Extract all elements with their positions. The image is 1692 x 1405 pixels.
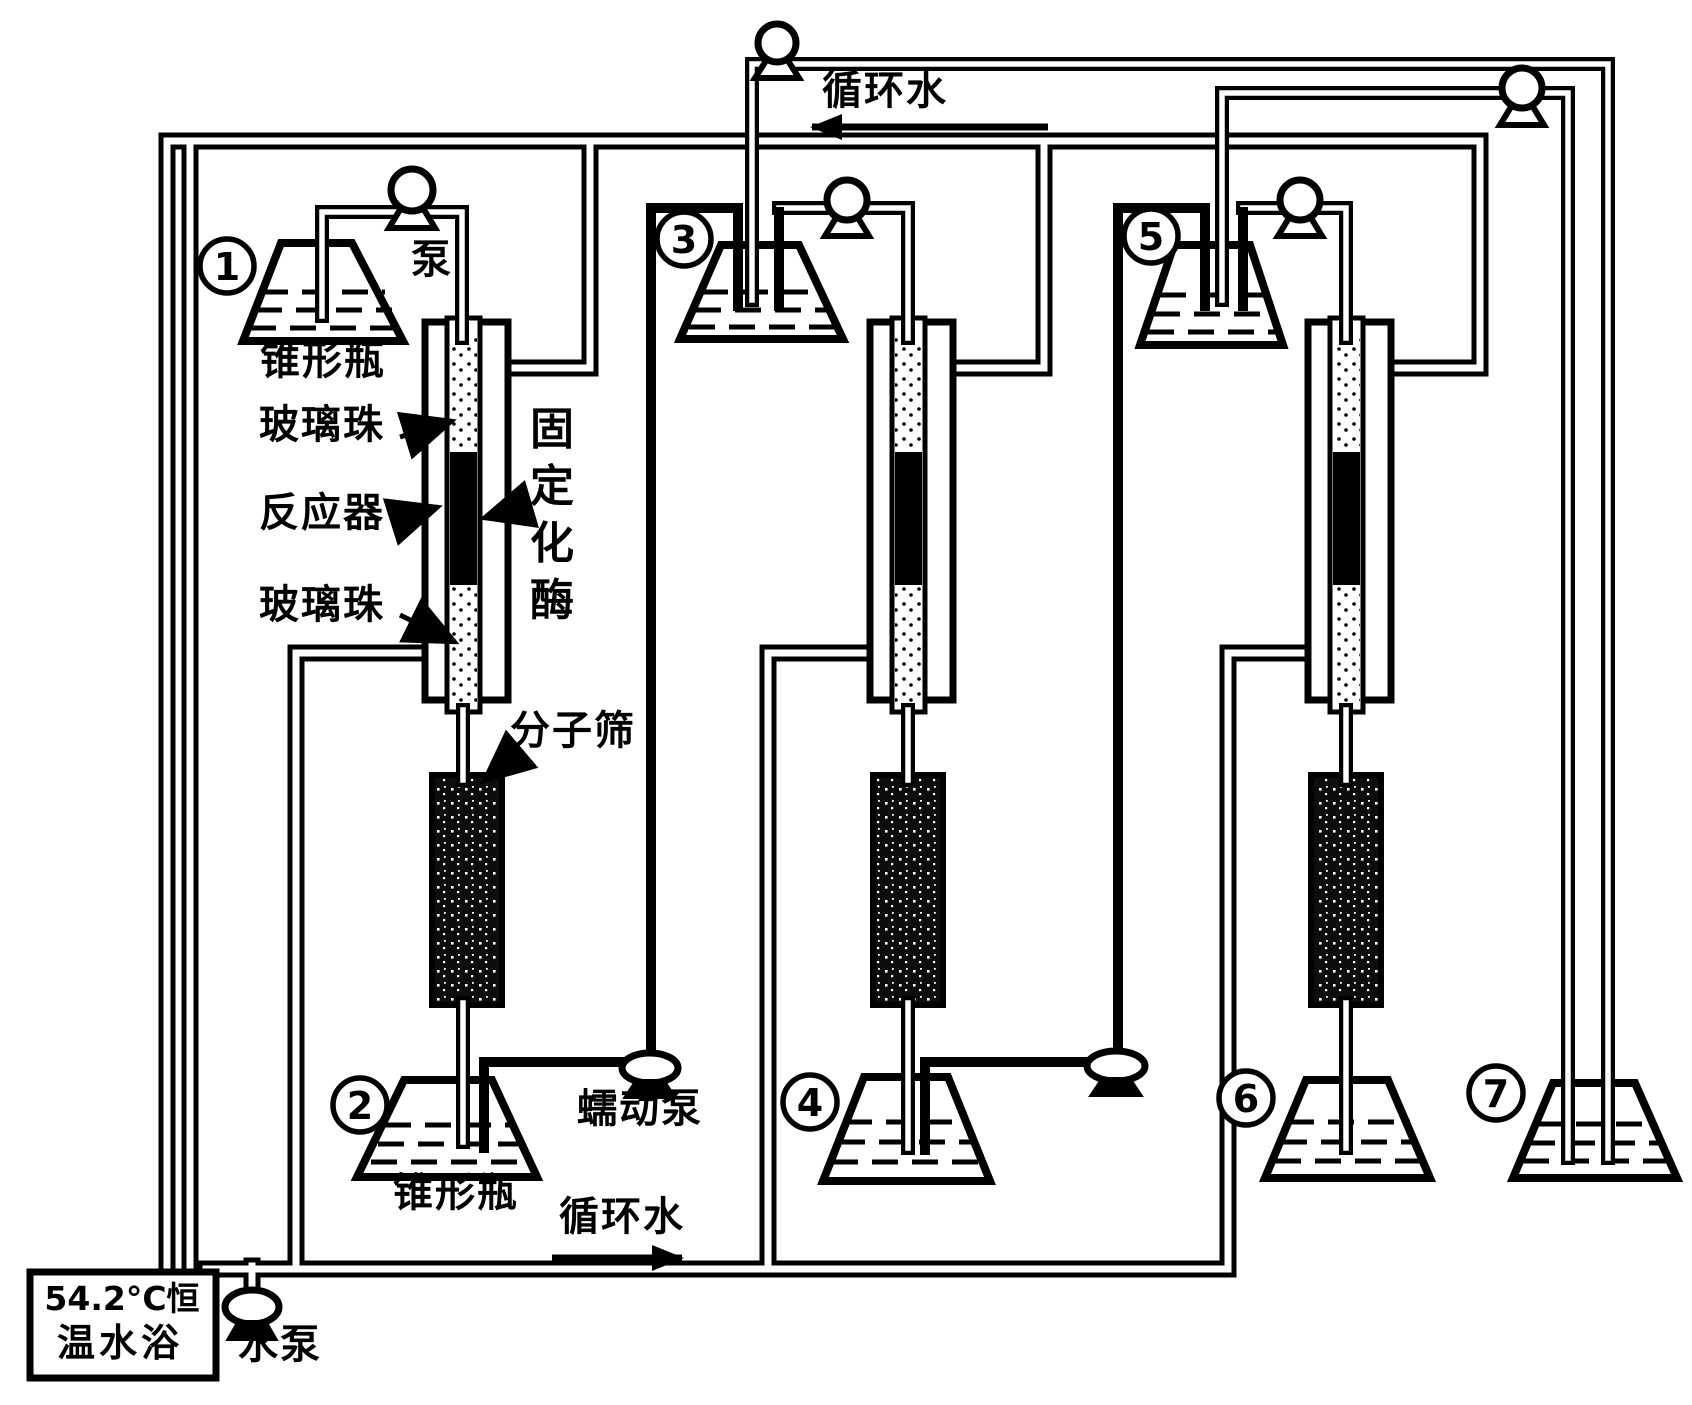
svg-text:6: 6 (1233, 1077, 1259, 1121)
process-pipes (322, 64, 1608, 1158)
feed-pump-1 (389, 169, 435, 228)
reactor-column-2 (870, 318, 953, 712)
molecular-sieve-column-3 (1311, 775, 1381, 1005)
svg-text:酶: 酶 (530, 575, 574, 626)
pump-icon (827, 180, 867, 220)
circulating-water-top-label: 循环水 (822, 68, 948, 114)
top-pump-right (1500, 68, 1544, 125)
flask-number-6: 6 (1219, 1071, 1273, 1125)
water-bath-temp-label: 54.2°C恒 (44, 1279, 199, 1318)
svg-text:化: 化 (530, 518, 574, 569)
molecular-sieve-column-2 (873, 775, 943, 1005)
svg-text:固: 固 (530, 404, 574, 455)
water-pump-icon (225, 1290, 279, 1324)
molecular-sieve-label: 分子筛 (510, 708, 636, 754)
glass-beads-bottom-2 (895, 585, 922, 707)
peristaltic-pump-icon (1087, 1051, 1145, 1081)
flask-number-2: 2 (333, 1078, 387, 1132)
peristaltic-pump-label: 蠕动泵 (577, 1086, 703, 1132)
flask-number-3: 3 (657, 212, 711, 266)
reactor-column-3 (1308, 318, 1391, 712)
immobilized-enzyme-label: 固 定 化 酶 (530, 404, 574, 626)
flask-number-1: 1 (200, 239, 254, 293)
circulating-water-bottom-label: 循环水 (559, 1194, 685, 1240)
pump-icon (758, 24, 796, 62)
svg-text:定: 定 (530, 461, 574, 512)
peristaltic-pump-icon (622, 1053, 678, 1083)
svg-text:7: 7 (1483, 1072, 1509, 1116)
immobilized-enzyme-bed-3 (1333, 452, 1360, 585)
glass-beads-upper-label: 玻璃珠 (259, 402, 385, 448)
immobilized-enzyme-bed-1 (450, 452, 477, 585)
water-bath-label: 温水浴 (57, 1321, 183, 1365)
flask-7 (1513, 1083, 1677, 1178)
pump-label: 泵 (411, 237, 453, 283)
feed-pump-2 (825, 180, 869, 236)
svg-text:4: 4 (797, 1081, 823, 1125)
flask-number-5: 5 (1124, 209, 1178, 263)
conical-flask-top-label: 锥形瓶 (260, 338, 386, 384)
conical-flask-bottom-label: 锥形瓶 (393, 1170, 519, 1216)
glass-beads-lower-label: 玻璃珠 (259, 582, 385, 628)
pump-icon (1502, 68, 1542, 108)
svg-text:5: 5 (1138, 215, 1164, 259)
top-pump-left (755, 24, 799, 78)
glass-beads-bottom-3 (1333, 585, 1360, 707)
water-pump-label: 水泵 (238, 1322, 322, 1368)
flask-number-4: 4 (783, 1075, 837, 1129)
glass-beads-top-3 (1333, 336, 1360, 452)
feed-pump-3 (1278, 180, 1322, 236)
pump-icon (1280, 180, 1320, 220)
reactor-label: 反应器 (259, 490, 385, 536)
svg-text:3: 3 (671, 218, 697, 262)
molecular-sieve-column-1 (432, 775, 502, 1005)
immobilized-enzyme-bed-2 (895, 452, 922, 585)
svg-text:2: 2 (347, 1084, 373, 1128)
pump-icon (391, 169, 433, 211)
peristaltic-pump-2 (1087, 1051, 1145, 1096)
glass-beads-bottom-1 (450, 585, 477, 707)
svg-text:1: 1 (214, 245, 240, 289)
flask-number-7: 7 (1469, 1066, 1523, 1120)
glass-beads-top-1 (450, 336, 477, 452)
glass-beads-top-2 (895, 336, 922, 452)
